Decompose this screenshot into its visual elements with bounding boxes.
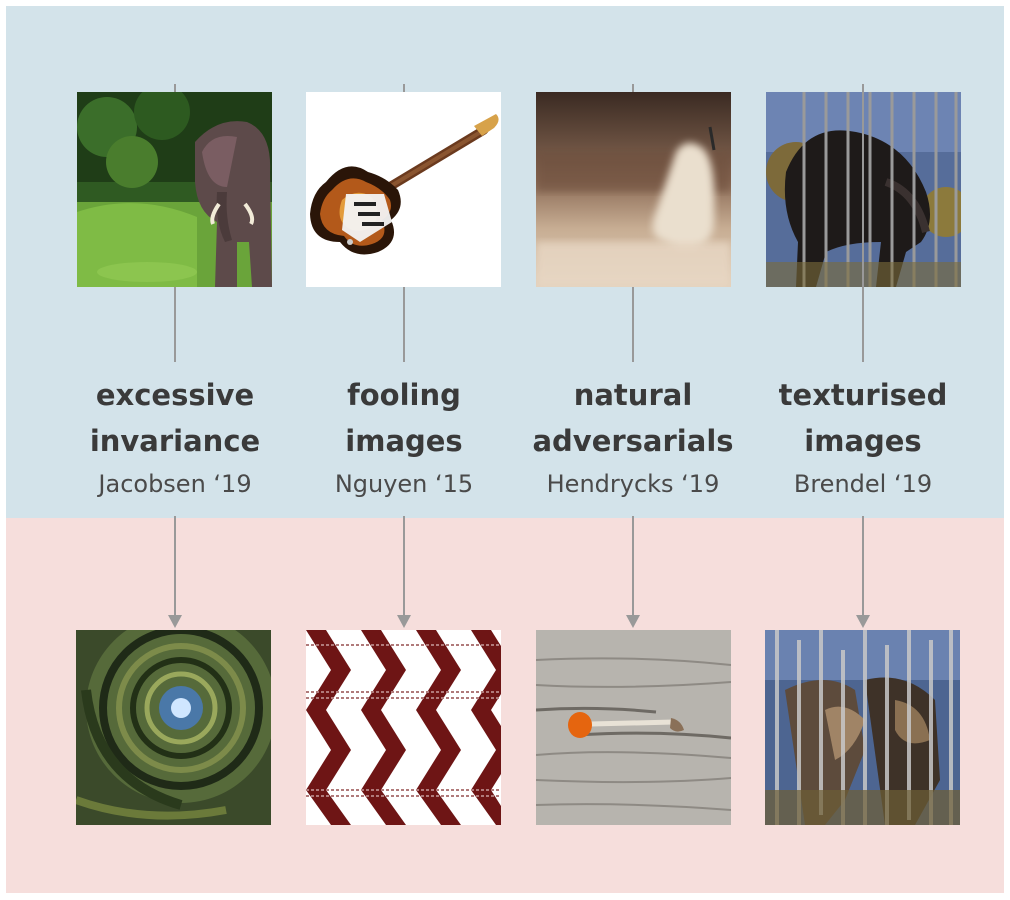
elephant-in-grass-image (77, 92, 272, 287)
textured-panther-fence-image (765, 630, 960, 825)
column-1-citation: Jacobsen ‘19 (98, 470, 252, 498)
arrowhead-1 (168, 615, 182, 628)
column-3-title-line1: natural (573, 378, 693, 412)
column-2-title-line1: fooling (347, 378, 461, 412)
connector-mid-3 (632, 287, 634, 362)
column-3-label: natural adversarials Hendrycks ‘19 (523, 372, 743, 502)
arrowhead-2 (397, 615, 411, 628)
column-4-citation: Brendel ‘19 (793, 470, 933, 498)
arrowhead-4 (856, 615, 870, 628)
connector-mid-4 (862, 84, 864, 362)
electric-guitar-image (306, 92, 501, 287)
column-3-citation: Hendrycks ‘19 (546, 470, 720, 498)
arrowhead-3 (626, 615, 640, 628)
connector-mid-1 (174, 287, 176, 362)
column-3-title-line2: adversarials (532, 424, 734, 458)
connector-arrow-3 (632, 516, 634, 616)
column-4-label: texturised images Brendel ‘19 (753, 372, 973, 502)
connector-mid-2 (403, 287, 405, 362)
column-1-label: excessive invariance Jacobsen ‘19 (65, 372, 285, 502)
column-2-label: fooling images Nguyen ‘15 (294, 372, 514, 502)
column-2-citation: Nguyen ‘15 (334, 470, 474, 498)
mushroom-on-wood-image (536, 630, 731, 825)
column-2-title-line2: images (345, 424, 463, 458)
column-1-title-line2: invariance (89, 424, 261, 458)
column-4-title-line2: images (804, 424, 922, 458)
connector-arrow-4 (862, 516, 864, 616)
column-4-title-line1: texturised (778, 378, 948, 412)
spiral-staircase-image (76, 630, 271, 825)
blurry-candle-image (536, 92, 731, 287)
zigzag-pattern-image (306, 630, 501, 825)
column-1-title-line1: excessive (95, 378, 255, 412)
connector-arrow-2 (403, 516, 405, 616)
connector-arrow-1 (174, 516, 176, 616)
